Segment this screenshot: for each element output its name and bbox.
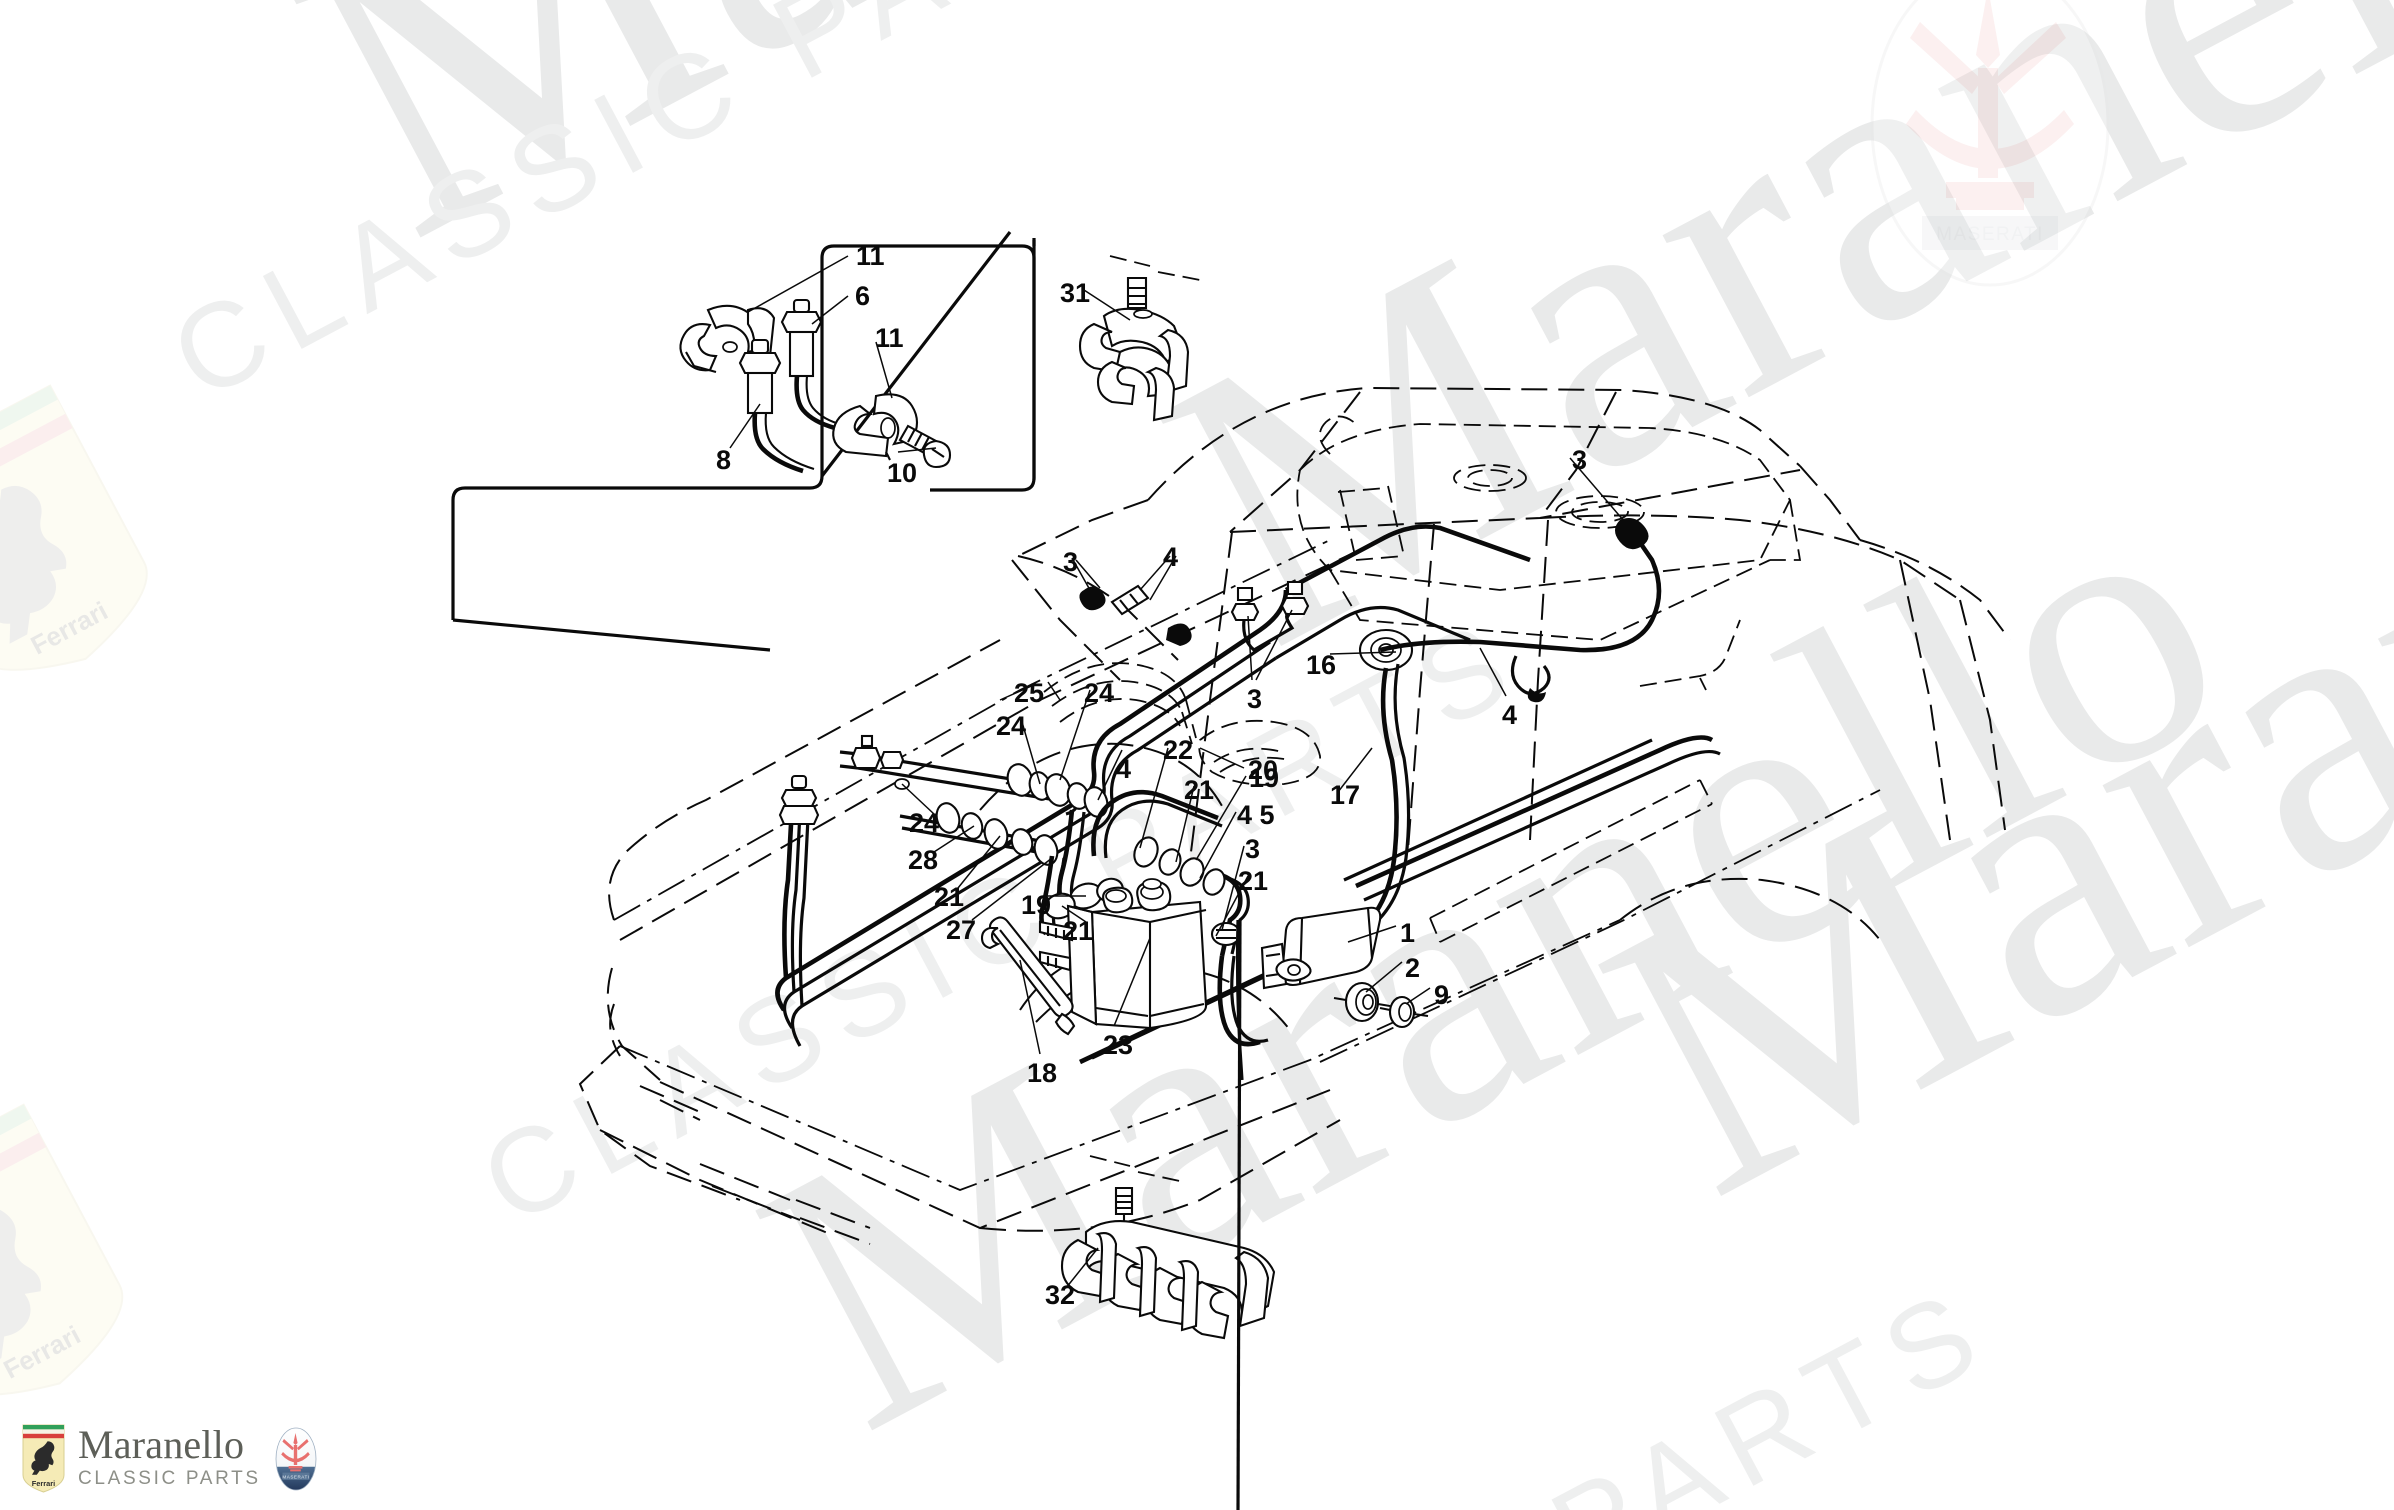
part-18-canister-strap — [980, 916, 1076, 1036]
part-9-washer — [1379, 995, 1429, 1029]
part-4-clamp-block-bonnet — [1110, 584, 1150, 616]
callout-leader-lines — [729, 255, 1631, 1289]
leader-to-part-32b — [1235, 919, 1244, 1081]
callout-number-11: 11 — [856, 241, 885, 271]
callout-number-8: 8 — [716, 445, 732, 475]
callout-number-21: 21 — [934, 882, 965, 912]
part-11-pipe-clip-lower — [832, 393, 919, 461]
callout-number-21: 21 — [1238, 866, 1269, 896]
part-21-hose-clamp-right — [1210, 921, 1242, 947]
callout-number-11: 11 — [875, 323, 904, 353]
callout-leader-left — [452, 618, 771, 652]
callout-number-24: 24 — [1084, 678, 1115, 708]
pipe-union-block-left — [778, 774, 820, 826]
part-23-charcoal-canister — [1038, 878, 1208, 1030]
footer-brand-logo: Ferrari Maranello CLASSIC PARTS — [22, 1418, 352, 1500]
callout-number-21: 21 — [1063, 916, 1094, 946]
part-3-clamp-bonnet — [1079, 586, 1106, 611]
callout-number-21: 21 — [1184, 775, 1215, 805]
ferrari-shield-icon: Ferrari — [22, 1424, 65, 1493]
part-1-canister-bracket — [1260, 906, 1382, 990]
callout-number-3: 3 — [1572, 445, 1588, 475]
fuel-pipe-run — [775, 518, 1721, 1065]
callout-number-32: 32 — [1045, 1280, 1076, 1310]
callout-number-28: 28 — [908, 845, 939, 875]
callout-number-3: 3 — [1063, 547, 1079, 577]
maserati-wordmark: MASERATI — [282, 1474, 309, 1479]
callout-number-10: 10 — [887, 458, 918, 488]
callout-number-18: 18 — [1027, 1058, 1058, 1088]
callout-number-3: 3 — [1247, 684, 1263, 714]
callout-number-24: 24 — [996, 711, 1027, 741]
callout-number-25: 25 — [1014, 678, 1045, 708]
callout-number-19: 19 — [1021, 890, 1052, 920]
callout-number-20: 20 — [1248, 755, 1279, 785]
callout-number-4-5: 4 5 — [1237, 800, 1275, 830]
callout-number-3: 3 — [1245, 834, 1261, 864]
callout-number-24: 24 — [909, 808, 940, 838]
callout-number-17: 17 — [1330, 780, 1361, 810]
tank-pipe-fittings — [1230, 580, 1310, 652]
callout-number-27: 27 — [946, 915, 977, 945]
callout-number-9: 9 — [1434, 980, 1450, 1010]
part-32-quadruple-pipe-clamp — [1060, 1155, 1276, 1340]
callout-number-16: 16 — [1306, 650, 1337, 680]
callout-number-4: 4 — [1163, 542, 1179, 572]
callout-number-6: 6 — [855, 281, 871, 311]
maserati-trident-icon: MASERATI — [275, 1427, 317, 1491]
callout-number-1: 1 — [1400, 918, 1416, 948]
callout-number-4: 4 — [1116, 754, 1132, 784]
ferrari-wordmark: Ferrari — [32, 1479, 55, 1488]
callout-number-4: 4 — [1502, 700, 1518, 730]
callout-number-19: 19 — [1249, 763, 1280, 793]
callout-number-31: 31 — [1060, 278, 1091, 308]
callout-number-22: 22 — [1163, 735, 1194, 765]
brand-name: Maranello — [78, 1421, 245, 1467]
callout-number-2: 2 — [1405, 953, 1421, 983]
part-2-rubber-grommet — [1333, 981, 1391, 1023]
brand-wordmark-group: Maranello CLASSIC PARTS — [78, 1421, 261, 1494]
part-31-double-pipe-clamp — [1078, 255, 1201, 422]
part-28-hose-tee — [850, 734, 905, 770]
part-6-pipe-union-fitting — [780, 298, 844, 431]
brand-tagline: CLASSIC PARTS — [78, 1467, 261, 1489]
part-8-fuel-pipe-union — [738, 338, 815, 474]
vapour-fittings-lower — [935, 802, 1059, 866]
callout-number-23: 23 — [1103, 1030, 1134, 1060]
